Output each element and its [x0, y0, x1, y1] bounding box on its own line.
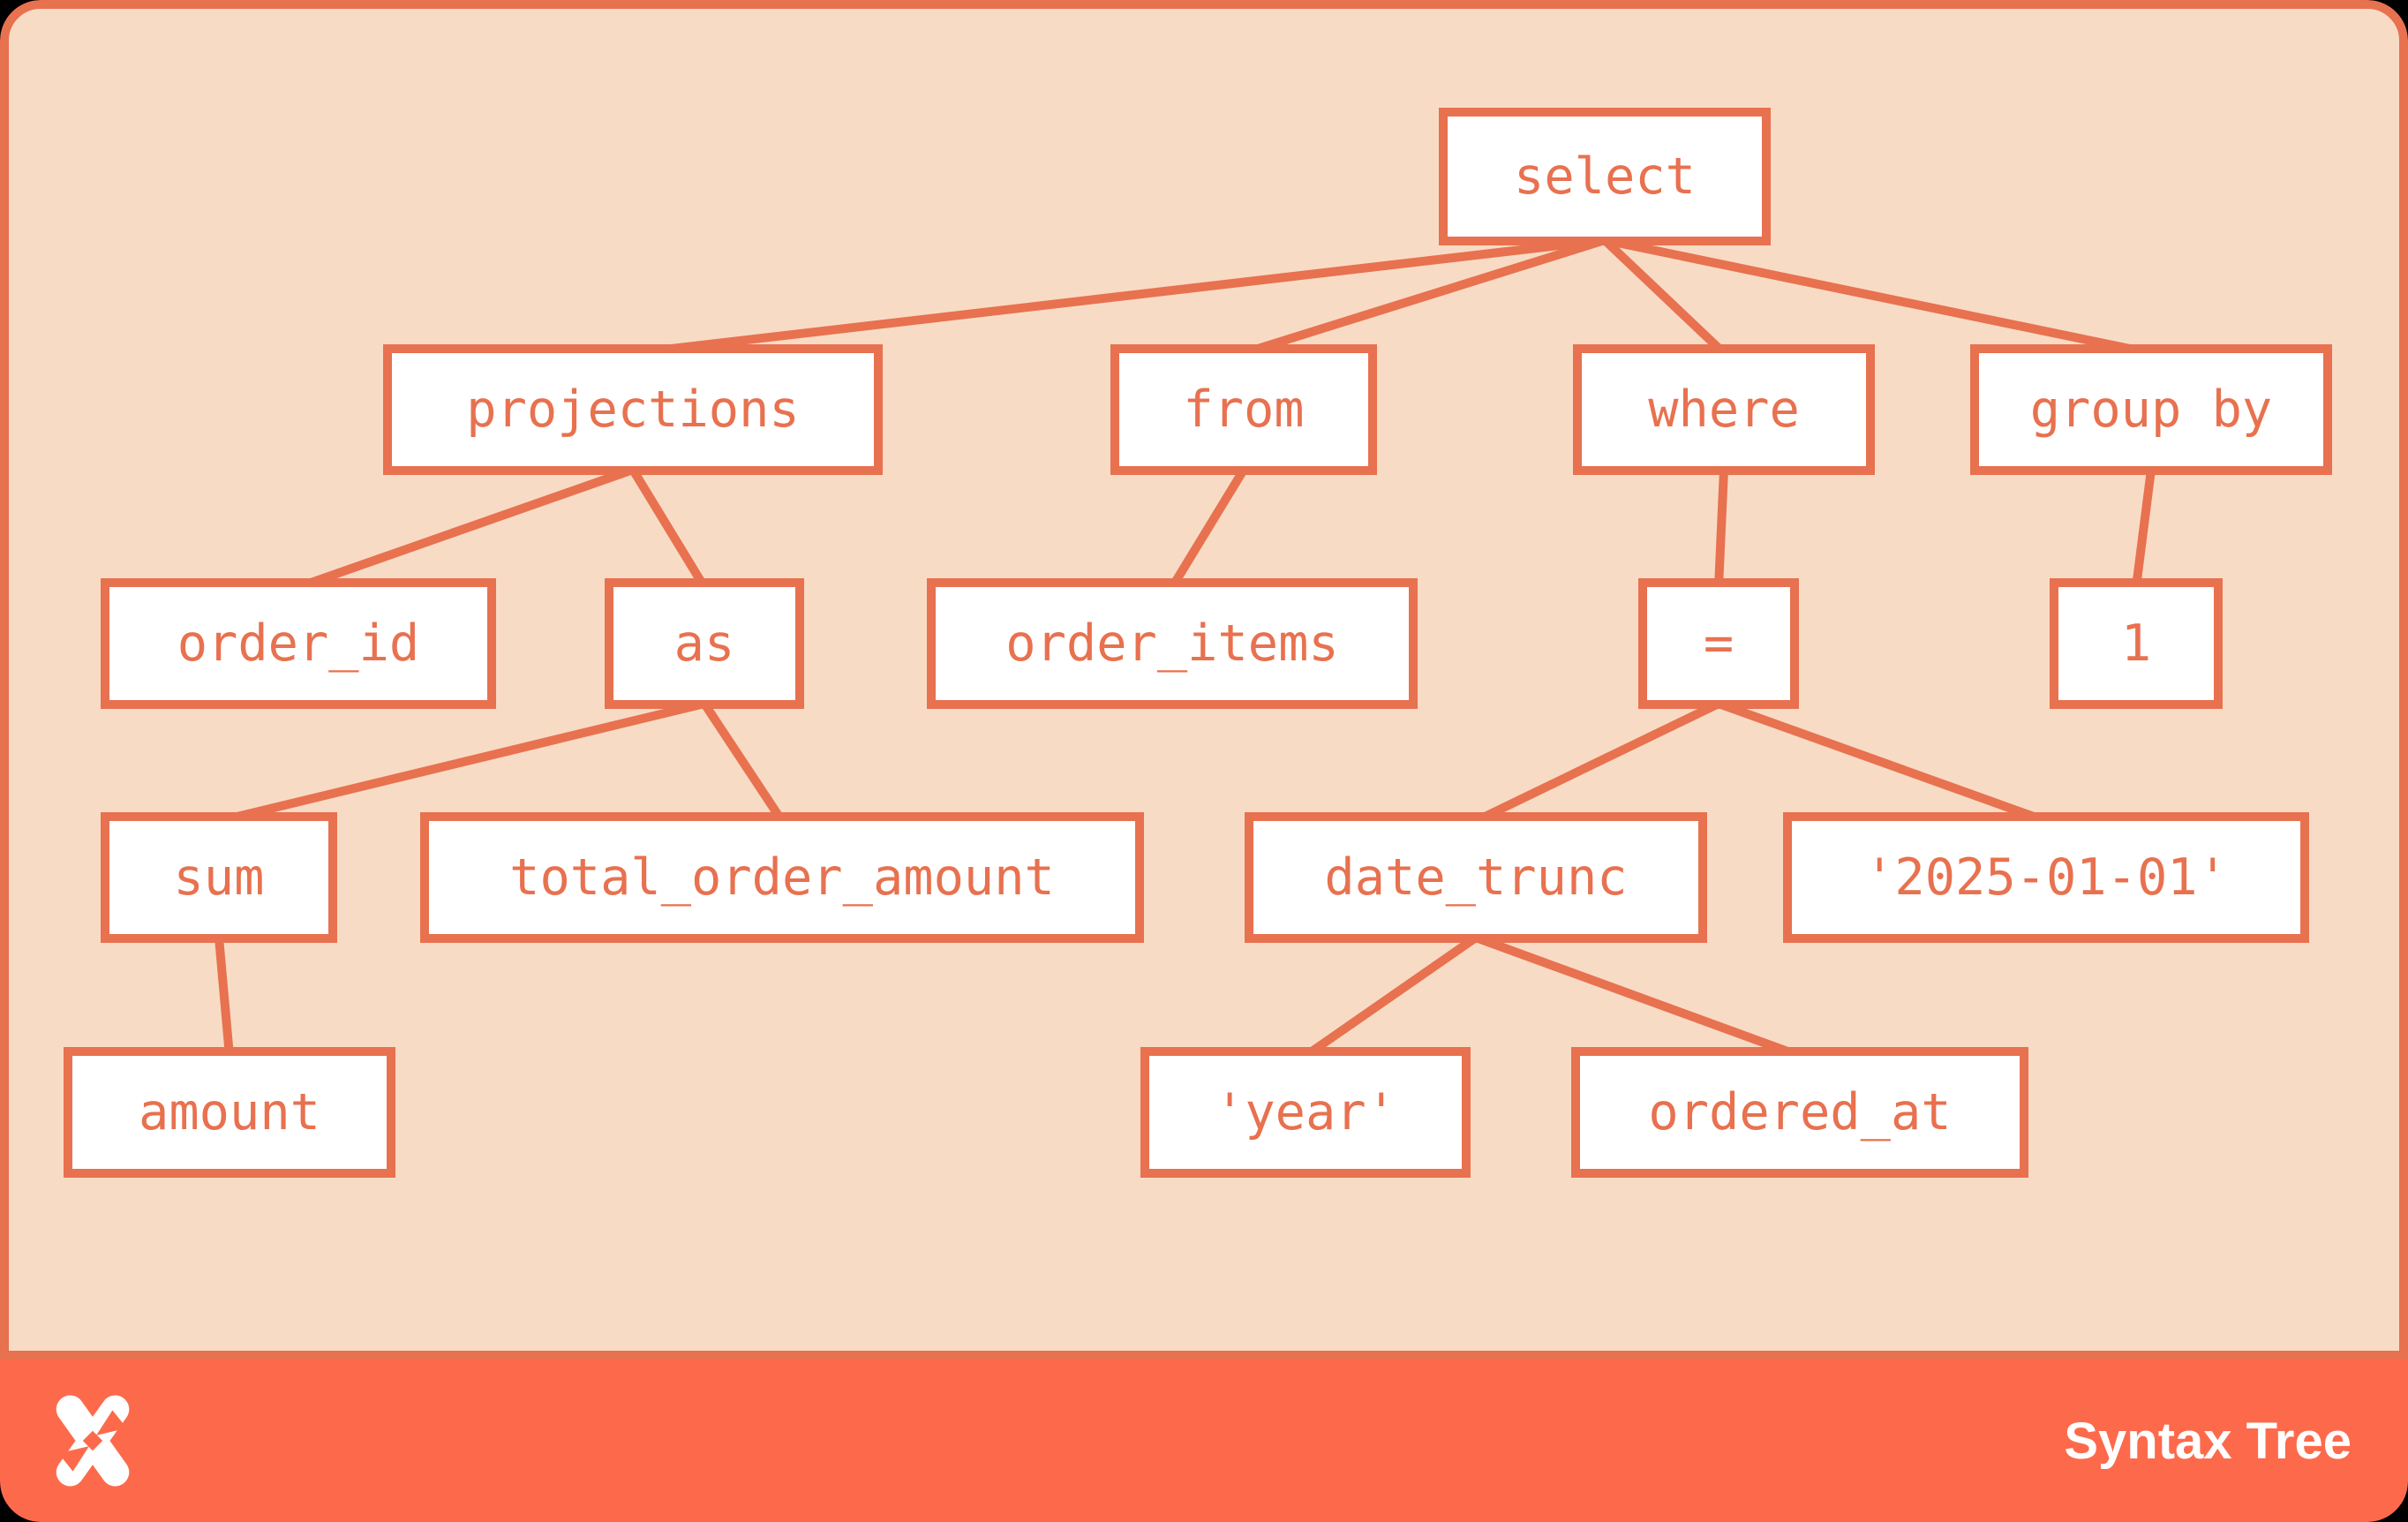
node-order-items: order_items — [927, 578, 1418, 709]
edge-eq-date-literal — [1717, 699, 2048, 825]
tree-edges — [214, 236, 2156, 1060]
edge-date-trunc-year — [1303, 933, 1479, 1060]
node-one: 1 — [2050, 578, 2223, 709]
edge-projections-order-id — [297, 465, 635, 591]
edge-sum-amount — [214, 937, 234, 1057]
node-group-by: group by — [1970, 344, 2332, 475]
edge-select-group-by — [1603, 236, 2153, 358]
edge-as-total-order-amount — [700, 701, 786, 824]
edge-select-projections — [632, 236, 1606, 358]
footer-title: Syntax Tree — [2064, 1412, 2352, 1470]
node-select: select — [1439, 108, 1771, 245]
node-year-literal: 'year' — [1140, 1047, 1471, 1178]
tree-canvas: select projections from where group by o… — [0, 0, 2408, 1360]
node-where: where — [1573, 344, 1875, 475]
edge-from-order-items — [1168, 467, 1248, 590]
edge-group-by-one — [2132, 469, 2156, 588]
node-sum: sum — [101, 812, 337, 943]
footer-bar: Syntax Tree — [0, 1360, 2408, 1522]
edge-select-where — [1601, 237, 1727, 357]
node-as: as — [605, 578, 804, 709]
node-projections: projections — [383, 344, 883, 475]
node-amount: amount — [64, 1047, 395, 1178]
edge-select-from — [1242, 236, 1607, 358]
edge-where-eq — [1714, 469, 1728, 588]
x-pinwheel-logo-icon — [56, 1395, 130, 1487]
edge-projections-as — [628, 467, 709, 590]
node-from: from — [1110, 344, 1377, 475]
node-ordered-at: ordered_at — [1571, 1047, 2028, 1178]
node-eq: = — [1638, 578, 1799, 709]
node-date-literal: '2025-01-01' — [1783, 812, 2309, 943]
node-date-trunc: date_trunc — [1245, 812, 1707, 943]
edge-eq-date-trunc — [1473, 699, 1721, 825]
edge-as-sum — [217, 699, 706, 825]
node-total-order-amount: total_order_amount — [420, 812, 1144, 943]
node-order-id: order_id — [101, 578, 496, 709]
edge-date-trunc-ordered-at — [1474, 933, 1802, 1060]
